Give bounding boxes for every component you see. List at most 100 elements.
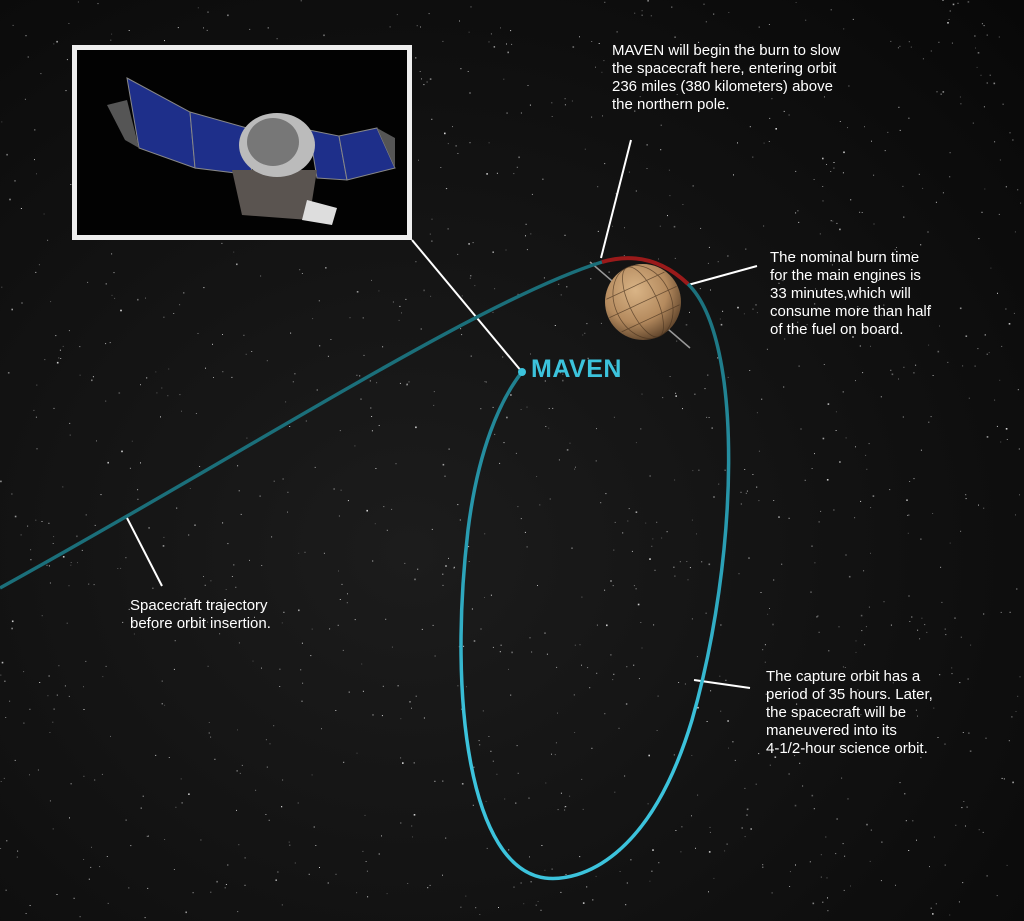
star xyxy=(870,552,871,554)
star xyxy=(870,507,872,509)
star xyxy=(517,506,519,508)
star xyxy=(525,223,527,225)
star xyxy=(999,379,1001,381)
star xyxy=(930,50,932,52)
star xyxy=(434,780,436,782)
star xyxy=(854,517,856,519)
star xyxy=(300,669,302,671)
star xyxy=(484,381,486,383)
star xyxy=(470,275,472,277)
star xyxy=(697,794,699,796)
star xyxy=(982,831,984,833)
star xyxy=(56,361,59,364)
star xyxy=(582,902,585,904)
star xyxy=(300,0,302,2)
star xyxy=(789,871,791,873)
star xyxy=(370,407,372,409)
star xyxy=(120,309,122,312)
star xyxy=(842,391,844,393)
star xyxy=(153,629,154,630)
star xyxy=(14,180,16,182)
star xyxy=(560,891,562,893)
star xyxy=(826,334,828,335)
star xyxy=(88,583,90,585)
star xyxy=(775,128,777,130)
star xyxy=(725,679,727,681)
star xyxy=(434,655,436,657)
star xyxy=(667,215,668,217)
star xyxy=(87,281,89,283)
star xyxy=(967,678,969,680)
star xyxy=(788,773,790,775)
star xyxy=(586,886,588,888)
star xyxy=(488,736,490,737)
star xyxy=(513,173,515,175)
star xyxy=(649,558,651,560)
star xyxy=(378,853,380,855)
star xyxy=(814,453,815,455)
star xyxy=(321,728,322,730)
star xyxy=(540,909,542,911)
star xyxy=(814,729,816,731)
star xyxy=(595,66,596,68)
star xyxy=(484,597,485,598)
star xyxy=(304,551,306,553)
star xyxy=(365,861,367,862)
star xyxy=(822,901,824,903)
star xyxy=(822,186,824,187)
star xyxy=(442,463,445,466)
star xyxy=(899,45,901,47)
star xyxy=(984,334,986,336)
star xyxy=(977,52,980,54)
star xyxy=(488,41,490,43)
star xyxy=(741,827,743,829)
star xyxy=(579,644,581,646)
star xyxy=(622,532,624,534)
star xyxy=(713,13,715,15)
star xyxy=(371,430,373,432)
star xyxy=(36,384,38,386)
star xyxy=(772,623,774,626)
star xyxy=(902,416,904,418)
star xyxy=(903,216,905,218)
star xyxy=(641,647,643,649)
star xyxy=(778,516,780,518)
star xyxy=(847,798,849,800)
star xyxy=(471,608,473,610)
star xyxy=(58,665,60,667)
star xyxy=(798,221,800,223)
star xyxy=(726,843,728,845)
star xyxy=(841,777,843,779)
star xyxy=(130,845,132,847)
star xyxy=(371,416,373,417)
star xyxy=(752,308,754,310)
star xyxy=(260,275,262,277)
star xyxy=(195,413,197,414)
star xyxy=(773,579,775,581)
star xyxy=(614,365,616,366)
star xyxy=(646,168,648,169)
star xyxy=(869,860,871,862)
star xyxy=(762,866,764,868)
star xyxy=(870,829,872,831)
star xyxy=(793,70,795,72)
star xyxy=(544,380,546,382)
star xyxy=(52,543,54,544)
star xyxy=(614,521,616,523)
star xyxy=(884,150,886,152)
star xyxy=(850,885,851,887)
star xyxy=(496,172,498,174)
star xyxy=(241,764,243,766)
star xyxy=(338,515,340,517)
star xyxy=(944,743,946,745)
star xyxy=(140,807,142,809)
star xyxy=(940,93,942,95)
star xyxy=(83,709,85,710)
star xyxy=(624,775,626,777)
star xyxy=(975,47,976,49)
star xyxy=(490,594,492,596)
star xyxy=(55,335,57,337)
star xyxy=(421,628,423,630)
star xyxy=(137,498,139,500)
star xyxy=(1009,611,1011,613)
